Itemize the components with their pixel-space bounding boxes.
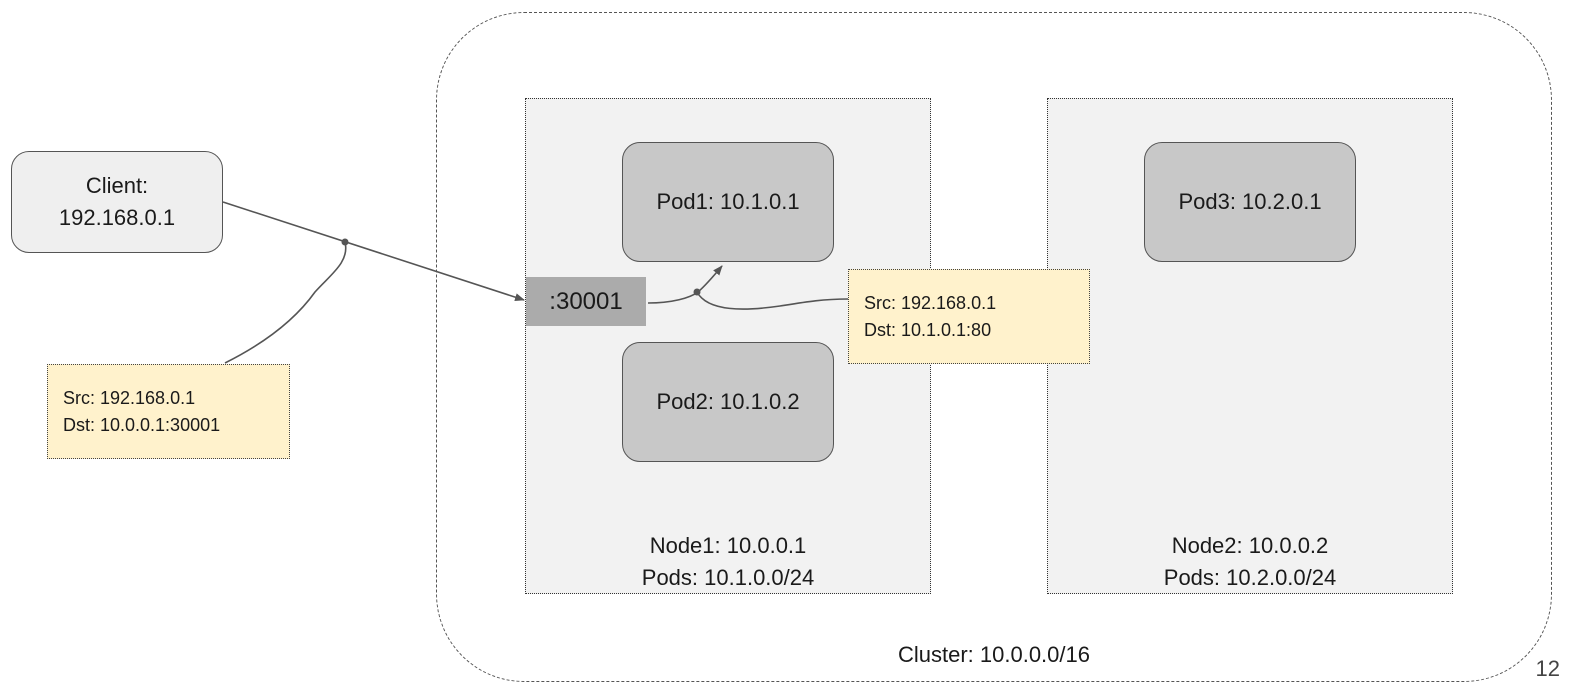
pod3-label: Pod3: 10.2.0.1 xyxy=(1178,189,1322,214)
nat-packet-note: Src: 192.168.0.1 Dst: 10.1.0.1:80 xyxy=(848,269,1090,364)
pod1-label: Pod1: 10.1.0.1 xyxy=(656,189,800,214)
pod2-box: Pod2: 10.1.0.2 xyxy=(622,342,834,462)
nodeport-box: :30001 xyxy=(526,277,646,326)
cluster-label: Cluster: 10.0.0.0/16 xyxy=(897,642,1090,667)
nodeport-label: :30001 xyxy=(549,287,623,315)
client-ip: 192.168.0.1 xyxy=(58,205,176,230)
client-packet-dst: Dst: 10.0.0.1:30001 xyxy=(63,414,221,435)
node1-pods-cidr: Pods: 10.1.0.0/24 xyxy=(641,565,815,590)
nat-packet-src: Src: 192.168.0.1 xyxy=(864,292,997,313)
nodeport-to-pod1-arrow xyxy=(647,265,723,304)
nat-packet-dst: Dst: 10.1.0.1:80 xyxy=(864,319,992,340)
node2-pods-cidr: Pods: 10.2.0.0/24 xyxy=(1163,565,1337,590)
pod2-label: Pod2: 10.1.0.2 xyxy=(656,389,800,414)
client-packet-note: Src: 192.168.0.1 Dst: 10.0.0.1:30001 xyxy=(47,364,290,459)
pod3-box: Pod3: 10.2.0.1 xyxy=(1144,142,1356,262)
pod1-box: Pod1: 10.1.0.1 xyxy=(622,142,834,262)
client-title: Client: xyxy=(85,173,149,198)
nat-packet-callout xyxy=(696,291,849,310)
node1-name: Node1: 10.0.0.1 xyxy=(649,533,807,558)
client-packet-callout xyxy=(224,241,347,364)
cluster-boundary xyxy=(436,12,1552,682)
client-to-nodeport-arrow xyxy=(222,201,525,302)
client-box: Client: 192.168.0.1 xyxy=(11,151,223,253)
node1-label: Node1: 10.0.0.1 Pods: 10.1.0.0/24 xyxy=(525,530,931,594)
node2-name: Node2: 10.0.0.2 xyxy=(1171,533,1329,558)
node2-label: Node2: 10.0.0.2 Pods: 10.2.0.0/24 xyxy=(1047,530,1453,594)
page-number: 12 xyxy=(1535,656,1560,681)
client-packet-src: Src: 192.168.0.1 xyxy=(63,387,196,408)
